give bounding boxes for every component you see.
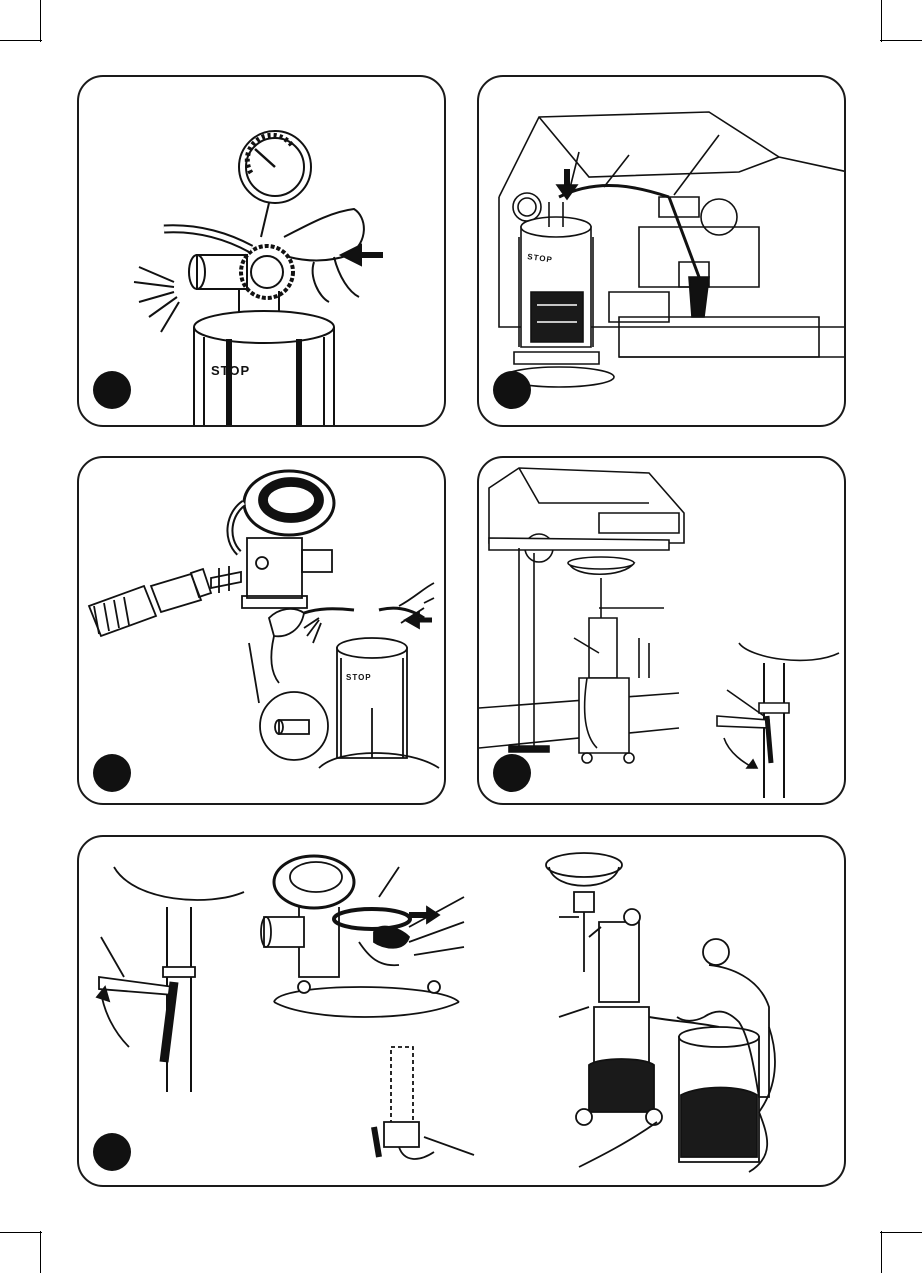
tank-label: STOP [211,363,250,378]
tank-label: STOP [346,673,372,682]
crop-mark [40,0,41,42]
panel-step-3: STOP [77,456,446,805]
step-badge-4 [493,754,531,792]
gauge-valve-illustration: STOP [79,77,446,427]
panel-step-2: STOP [477,75,846,427]
disassembly-illustration: STOP [79,458,446,805]
crop-mark [0,1232,42,1233]
crop-mark [880,1232,922,1233]
crop-mark [881,1231,882,1273]
crop-mark [880,40,922,41]
emptying-illustration [79,837,846,1187]
lift-drain-illustration [479,458,846,805]
step-badge-3 [93,754,131,792]
step-badge-2 [493,371,531,409]
crop-mark [881,0,882,42]
crop-mark [40,1231,41,1273]
panel-step-5 [77,835,846,1187]
step-badge-1 [93,371,131,409]
crop-mark [0,40,42,41]
engine-suction-illustration: STOP [479,77,846,427]
panel-step-4 [477,456,846,805]
step-badge-5 [93,1133,131,1171]
panel-step-1: STOP [77,75,446,427]
